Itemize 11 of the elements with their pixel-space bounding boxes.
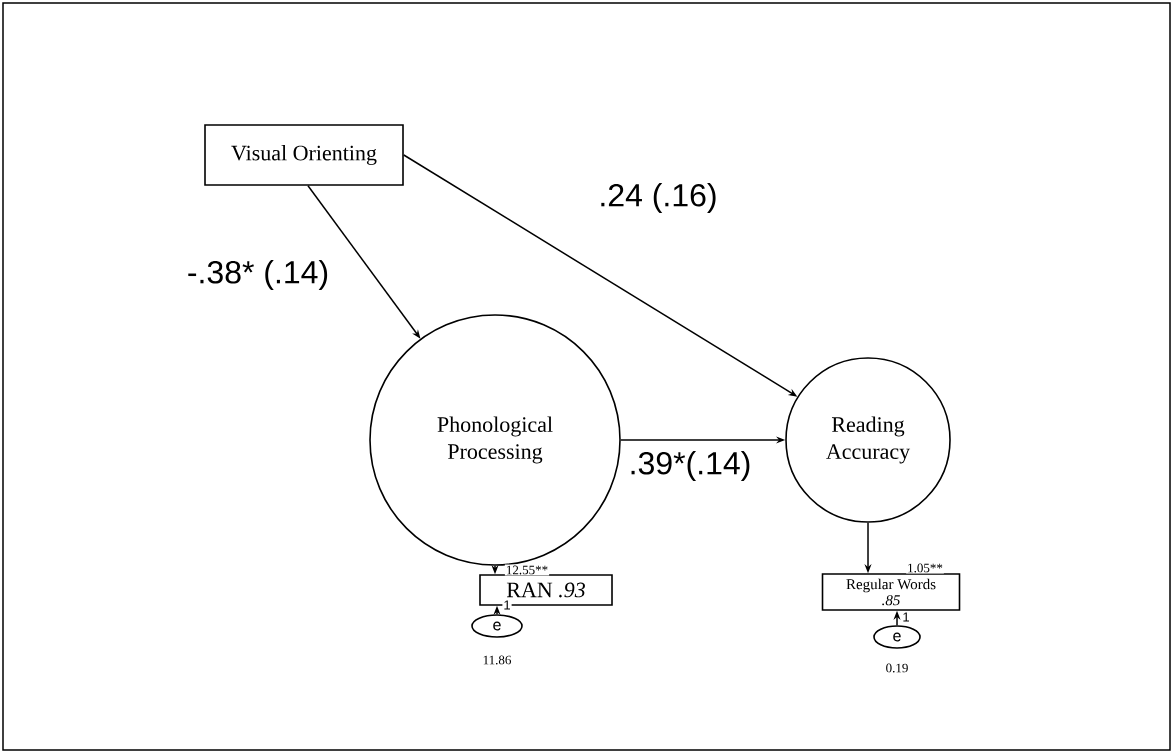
path-coefficient: 12.55** <box>504 564 550 576</box>
variance-label: 0.19 <box>886 663 908 673</box>
variable-box: Regular Words .85 <box>821 573 961 611</box>
path-coefficient: -.38* (.14) <box>185 259 331 291</box>
path-coefficient: .24 (.16) <box>597 182 719 214</box>
path-coefficient: .39*(.14) <box>627 450 753 482</box>
path-coefficient: 1 <box>901 611 911 623</box>
variance-label: 11.86 <box>483 655 511 665</box>
variable-box: Visual Orienting <box>204 124 404 186</box>
path-coefficient: 1.05** <box>906 562 944 574</box>
path-coefficient: 1 <box>502 599 512 611</box>
